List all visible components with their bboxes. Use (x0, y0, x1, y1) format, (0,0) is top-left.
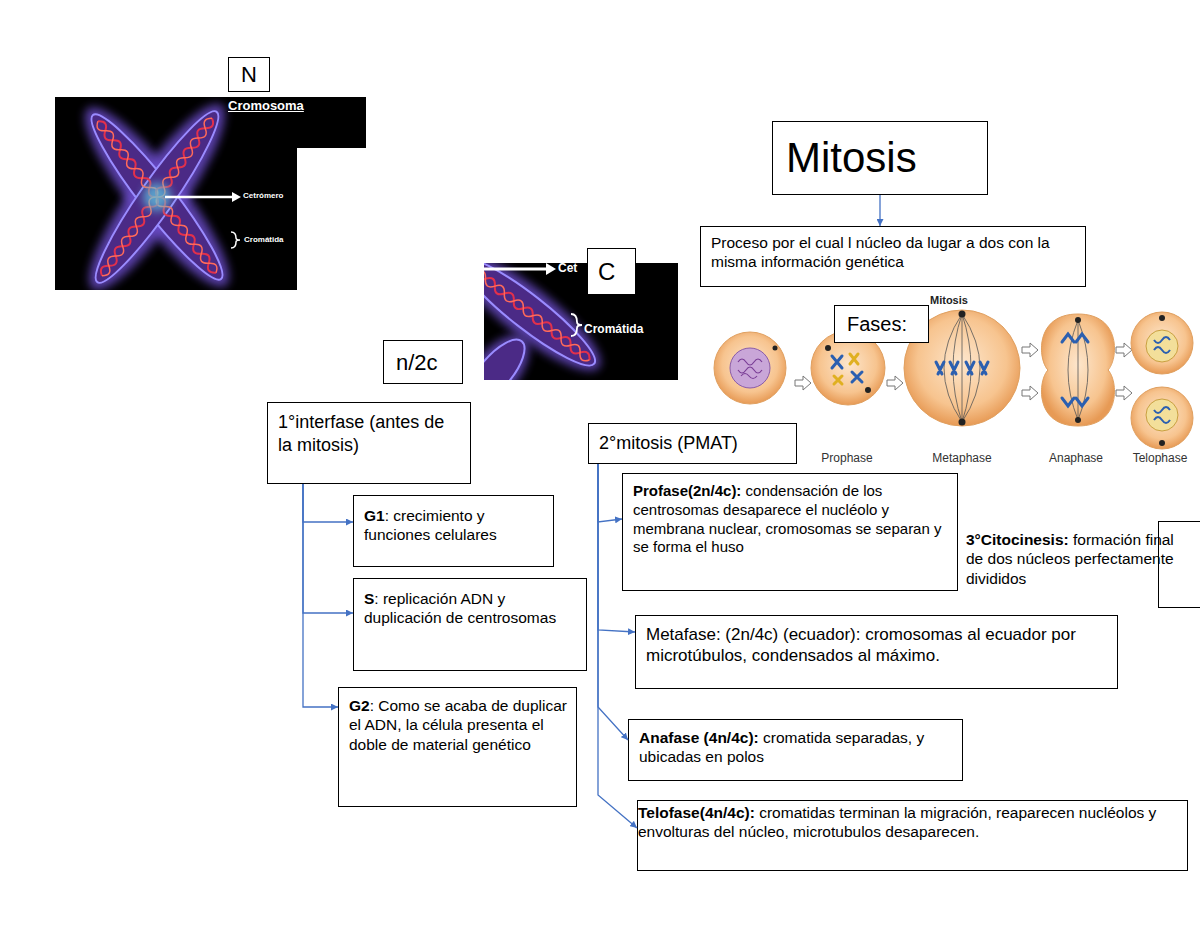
connector-arrow (598, 464, 628, 740)
node-text: 2°mitosis (PMAT) (599, 433, 738, 453)
concept-box: 2°mitosis (PMAT) (588, 423, 797, 464)
concept-box: Metafase: (2n/4c) (ecuador): cromosomas … (635, 615, 1118, 689)
concept-box: S: replicación ADN y duplicación de cent… (353, 578, 587, 671)
centrosome (865, 387, 871, 393)
pointer-arrow (165, 196, 234, 199)
concept-box: Anafase (4n/4c):cromatida separadas, y u… (628, 719, 963, 781)
chromosome-illustration (68, 90, 247, 303)
telophase-cell (1131, 387, 1193, 449)
centrosome (825, 345, 831, 351)
node-heading: Profase(2n/4c): (633, 482, 741, 499)
pointer-arrowhead (546, 263, 556, 275)
concept-box: Mitosis (772, 121, 988, 195)
pointer-arrow (484, 268, 548, 271)
cell-nucleus (730, 348, 770, 388)
connector-arrow (303, 484, 353, 522)
centrosome (959, 419, 966, 426)
concept-box: Proceso por el cual l núcleo da lugar a … (700, 226, 1086, 287)
concept-box: n/2c (383, 340, 463, 384)
spindle-fibers (944, 314, 980, 422)
pointer-arrowhead (232, 192, 241, 202)
image-label: Cromátida (244, 236, 284, 245)
node-heading: 3°Citocinesis: (966, 531, 1069, 548)
image-label: Prophase (807, 452, 887, 465)
chromatid-glow (484, 324, 541, 380)
anaphase-cell (1041, 314, 1114, 426)
concept-box: G2: Como se acaba de duplicar el ADN, la… (338, 687, 577, 807)
image-label: Cromátida (584, 323, 643, 336)
node-heading: S (364, 590, 374, 607)
chromosome (936, 362, 988, 374)
connector-arrow (303, 484, 338, 707)
phase-arrow (1022, 343, 1038, 357)
phase-arrow (1116, 343, 1132, 357)
node-heading: G2 (349, 697, 370, 714)
chromatin (738, 359, 762, 379)
connector-arrow (303, 484, 353, 613)
image-label: Telophase (1120, 452, 1200, 465)
concept-box: Profase(2n/4c):condensación de los centr… (622, 473, 958, 591)
node-text: : Como se acaba de duplicar el ADN, la c… (349, 697, 567, 753)
concept-box: N (228, 57, 270, 92)
bracket (571, 314, 582, 336)
node-text: n/2c (396, 350, 438, 375)
chromatin (1154, 337, 1170, 423)
chromosome (1062, 334, 1088, 406)
image-label: Anaphase (1036, 452, 1116, 465)
cell-nucleus (1146, 330, 1178, 362)
image-label: Mitosis (930, 294, 968, 306)
centrosome (773, 346, 778, 351)
node-text: Proceso por el cual l núcleo da lugar a … (711, 234, 1050, 270)
node-text: Fases: (847, 313, 907, 335)
centrosome (959, 311, 966, 318)
phase-arrow (887, 376, 903, 390)
centrosome (1159, 440, 1165, 446)
chromatid-glow (71, 90, 242, 303)
node-text: : crecimiento y funciones celulares (364, 507, 497, 543)
concept-box: 3°Citocinesis:formación final de dos núc… (966, 530, 1176, 610)
bracket (231, 232, 240, 248)
node-heading: Telofase(4n/4c): (638, 804, 755, 821)
node-text: Mitosis (786, 134, 917, 181)
phase-arrow (1022, 386, 1038, 400)
spindle-fibers (1068, 320, 1088, 420)
connector-arrow (598, 464, 635, 632)
interphase-cell (714, 332, 786, 404)
image-label: Cetrómero (243, 192, 283, 201)
centrosome (1075, 317, 1081, 323)
node-heading: G1 (364, 507, 385, 524)
node-text: C (598, 258, 615, 285)
chromatid (484, 331, 534, 380)
node-text: 1°interfase (antes de la mitosis) (278, 412, 444, 455)
chromosome (834, 354, 858, 384)
concept-box: 1°interfase (antes de la mitosis) (267, 402, 471, 484)
node-text: N (241, 62, 257, 87)
image-label: Cromosoma (228, 99, 304, 113)
node-text: Metafase: (2n/4c) (ecuador): cromosomas … (646, 625, 1076, 665)
concept-box: G1: crecimiento y funciones celulares (353, 495, 554, 567)
phase-arrow (1116, 386, 1132, 400)
image-label: Metaphase (922, 452, 1002, 465)
connector-arrow (598, 464, 637, 828)
centrosome (1075, 417, 1081, 423)
concept-box: Fases: (834, 305, 929, 343)
connector-arrow (598, 464, 622, 522)
image-label: Cet (558, 262, 577, 275)
node-text: : replicación ADN y duplicación de centr… (364, 590, 556, 626)
telophase-cell (1131, 312, 1193, 374)
centrosome (1159, 315, 1165, 321)
cell-nucleus (1146, 399, 1178, 431)
chromosome-shape (68, 90, 247, 303)
concept-box: C (587, 248, 636, 295)
concept-box: Telofase(4n/4c):cromatidas terminan la m… (637, 800, 1188, 871)
connector-arrow (879, 195, 880, 226)
phase-arrow (795, 376, 811, 390)
node-heading: Anafase (4n/4c): (639, 729, 759, 746)
